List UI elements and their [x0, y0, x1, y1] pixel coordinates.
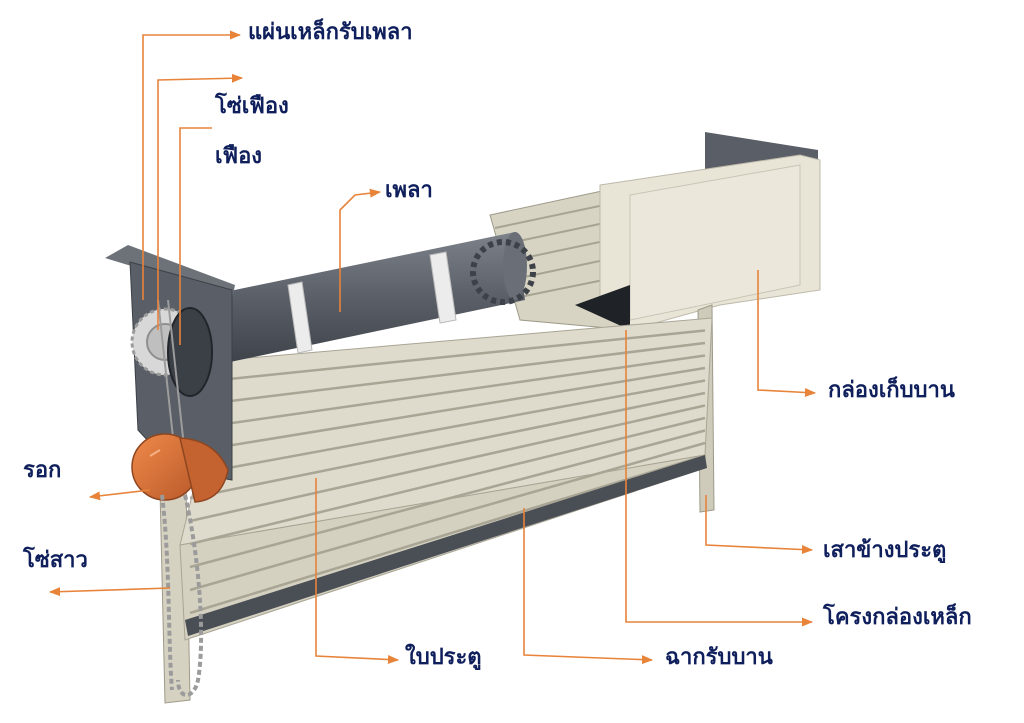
hand-chain: [160, 494, 204, 697]
label-plate: แผ่นเหล็กรับเพลา: [248, 20, 413, 45]
label-chain: โซ่สาว: [23, 548, 88, 573]
pulley-hood: [131, 433, 229, 503]
leader-shaft: [339, 188, 382, 312]
label-shaft: เพลา: [385, 178, 433, 203]
label-box-frame: โครงกล่องเหล็ก: [823, 605, 972, 630]
leader-side-post: [705, 495, 814, 555]
leader-gear: [179, 127, 212, 345]
slat-groove: [189, 354, 706, 431]
slat-groove: [189, 341, 706, 408]
label-chain-wheel: โซ่เฟือง: [215, 94, 289, 119]
leader-box: [757, 270, 817, 397]
slat-groove: [189, 391, 706, 500]
door-blade: [179, 317, 713, 641]
label-gear: เฟือง: [215, 144, 263, 169]
storage-box: [575, 132, 821, 331]
slat-groove: [189, 404, 706, 523]
gear-assembly: [130, 299, 213, 466]
leader-chain-wheel: [157, 73, 244, 330]
slat-groove: [189, 366, 706, 454]
slat-groove: [189, 441, 706, 592]
leader-bottom-bar: [523, 508, 654, 665]
slat-groove: [189, 454, 706, 615]
leader-chain: [48, 587, 171, 597]
leader-plate: [142, 30, 242, 300]
label-pulley: รอก: [23, 458, 62, 483]
label-side-post: เสาข้างประตู: [823, 538, 947, 563]
leader-box-frame: [625, 330, 814, 627]
label-door-blade: ใบประตู: [405, 645, 482, 670]
slat-groove: [189, 416, 706, 546]
slat-lines: [189, 329, 706, 615]
slat-groove: [189, 329, 706, 385]
slat-groove: [189, 429, 706, 569]
shaft: [225, 232, 536, 362]
label-bottom-bar: ฉากรับบาน: [665, 645, 773, 670]
label-box: กล่องเก็บบาน: [828, 378, 955, 403]
leader-door-blade: [315, 478, 400, 664]
slat-groove: [189, 379, 706, 477]
leader-pulley: [88, 489, 151, 501]
leader-lines: [48, 30, 817, 665]
